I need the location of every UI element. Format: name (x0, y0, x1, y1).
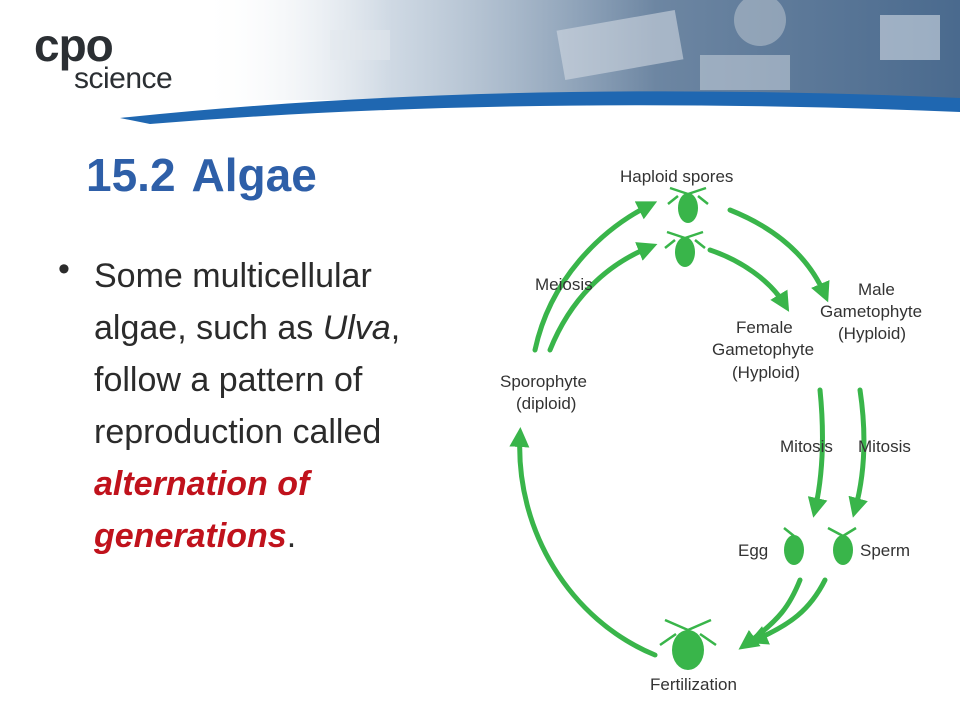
haploid-spore-icon-1 (667, 186, 709, 223)
sperm-icon (827, 526, 857, 565)
label-mitosis-right: Mitosis (858, 437, 911, 456)
arrow-egg-to-fertilization (738, 577, 803, 650)
banner-swoosh (120, 91, 960, 124)
bullet-highlight: alternation of generations (94, 465, 310, 555)
label-female-line1: Female (736, 318, 793, 337)
label-female-line2: Gametophyte (712, 340, 814, 359)
egg-icon (783, 527, 804, 565)
bullet-italic-word: Ulva (322, 309, 391, 347)
arrow-to-male (727, 207, 830, 303)
label-haploid-spores: Haploid spores (620, 167, 733, 186)
arrow-meiosis-outer (532, 201, 658, 353)
haploid-spore-icon-2 (664, 230, 706, 267)
label-mitosis-left: Mitosis (780, 437, 833, 456)
alternation-of-generations-diagram: Haploid spores Meiosis Male Gametophyte … (500, 167, 922, 694)
bullet-text-part2: , follow a pattern of reproduction calle… (94, 309, 401, 451)
fertilization-zygote-icon (659, 618, 717, 670)
header-banner (120, 0, 960, 124)
logo-text-cpo: cpo (34, 19, 114, 71)
arrow-fertilization-to-sporophyte (509, 427, 658, 658)
bullet-text-part1: Some multicellular algae, such as (94, 257, 372, 347)
arrow-meiosis-inner (547, 242, 658, 353)
arrow-mitosis-female (807, 387, 828, 518)
arrow-sperm-to-fertilization (747, 577, 828, 645)
arrow-to-female (707, 247, 790, 312)
section-number: 15.2 (86, 149, 176, 201)
label-sperm: Sperm (860, 541, 910, 560)
bullet-text: Some multicellular algae, such as Ulva, … (94, 250, 458, 562)
label-female-line3: (Hyploid) (732, 363, 800, 382)
cpo-science-logo: cpo science (30, 18, 210, 98)
logo-text-science: science (74, 62, 173, 95)
banner-equipment-decoration (330, 0, 940, 90)
label-male-line1: Male (858, 280, 895, 299)
label-egg: Egg (738, 541, 768, 560)
arrow-mitosis-male (848, 387, 868, 518)
label-male-line2: Gametophyte (820, 302, 922, 321)
bullet-marker: • (58, 250, 70, 288)
label-sporophyte-line1: Sporophyte (500, 372, 587, 391)
slide-title: 15.2 Algae (86, 148, 317, 202)
bullet-list: • Some multicellular algae, such as Ulva… (58, 250, 458, 562)
label-fertilization: Fertilization (650, 675, 737, 694)
label-male-line3: (Hyploid) (838, 324, 906, 343)
title-text: Algae (191, 149, 317, 201)
label-sporophyte-line2: (diploid) (516, 394, 576, 413)
label-meiosis: Meiosis (535, 275, 593, 294)
bullet-text-part3: . (286, 517, 297, 555)
